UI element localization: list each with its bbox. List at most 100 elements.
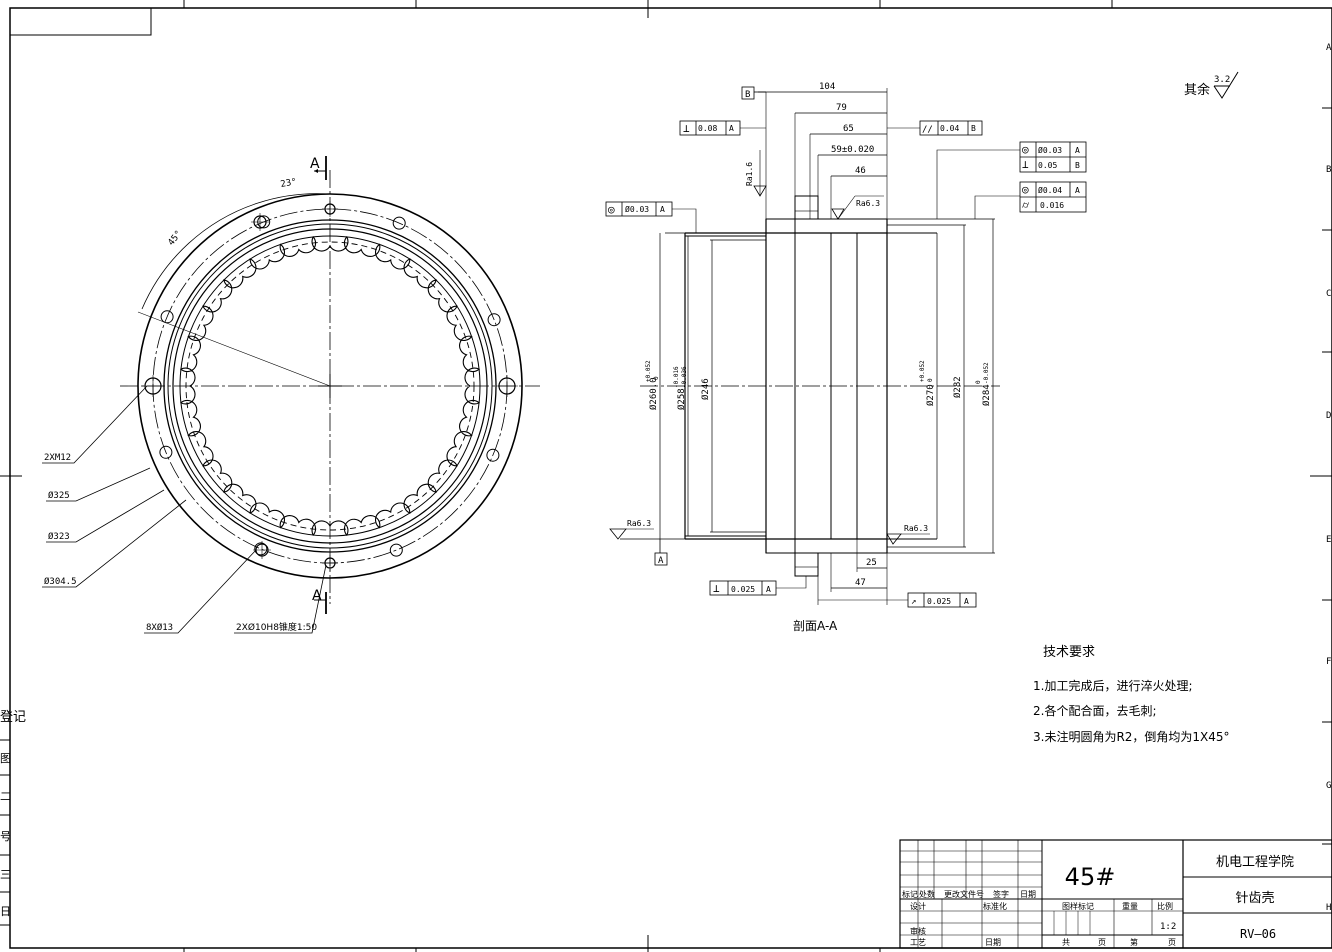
svg-text:A: A [660, 205, 665, 214]
svg-text:⊥: ⊥ [713, 582, 720, 595]
svg-text:页: 页 [1168, 938, 1176, 947]
diameter-dims: Ø260.0 +0.052 0 Ø258 -0.016 -0.036 Ø246 … [645, 219, 994, 553]
svg-text:0.025: 0.025 [731, 585, 755, 594]
svg-text:A: A [310, 156, 320, 172]
svg-text:A: A [1075, 186, 1080, 195]
svg-text:日: 日 [0, 905, 11, 918]
svg-text:C: C [1326, 289, 1331, 299]
svg-text:0.05: 0.05 [1038, 161, 1057, 170]
svg-text:更改文件号: 更改文件号 [944, 889, 984, 899]
svg-text:3.未注明圆角为R2，倒角均为1X45°: 3.未注明圆角为R2，倒角均为1X45° [1033, 729, 1230, 744]
svg-text:0: 0 [975, 380, 982, 384]
svg-text:2XM12: 2XM12 [44, 453, 71, 463]
svg-text:47: 47 [855, 578, 866, 588]
svg-text:-0.016: -0.016 [673, 366, 680, 388]
svg-text:65: 65 [843, 124, 854, 134]
svg-text:Ø0.03: Ø0.03 [625, 204, 649, 214]
svg-text:重量: 重量 [1122, 901, 1138, 911]
svg-text:+0.052: +0.052 [919, 360, 926, 382]
gdt-frame-conc-003-left: ◎ Ø0.03 A [605, 201, 697, 233]
svg-text:+0.052: +0.052 [645, 360, 652, 382]
svg-text:◎: ◎ [1022, 143, 1029, 156]
svg-text:D: D [1326, 411, 1331, 421]
svg-text:Ra6.3: Ra6.3 [856, 199, 880, 208]
svg-text:Ra1.6: Ra1.6 [745, 162, 754, 186]
svg-text:0.025: 0.025 [927, 597, 951, 606]
svg-text:-0.052: -0.052 [983, 362, 990, 384]
svg-text:页: 页 [1098, 938, 1106, 947]
svg-text:0: 0 [927, 378, 934, 382]
svg-text:三: 三 [0, 868, 11, 881]
svg-text:G: G [1326, 781, 1331, 791]
svg-text:0: 0 [653, 376, 660, 380]
svg-text:审核: 审核 [910, 926, 926, 936]
svg-text:1.加工完成后，进行淬火处理;: 1.加工完成后，进行淬火处理; [1033, 678, 1193, 693]
svg-text:机电工程学院: 机电工程学院 [1216, 854, 1294, 870]
svg-text:签字: 签字 [993, 889, 1009, 899]
gdt-frame-perp-008: ⊥ 0.08 A [679, 120, 766, 136]
svg-text:Ø284: Ø284 [981, 384, 992, 406]
left-binding-strip: 登记 图 二 号 三 日 [0, 710, 26, 926]
svg-text:A: A [1326, 43, 1332, 53]
svg-text:1:2: 1:2 [1160, 922, 1176, 932]
bolt-hole [389, 543, 403, 557]
svg-text:0.08: 0.08 [698, 124, 717, 133]
top-dims: 104 79 65 59±0.020 46 [758, 82, 888, 219]
svg-text:Ø270: Ø270 [925, 384, 936, 406]
svg-text:Ø0.03: Ø0.03 [1038, 145, 1062, 155]
bolt-hole [392, 216, 406, 230]
gdt-frame-perp-0025: ⊥ 0.025 A [709, 576, 807, 596]
svg-text:登记: 登记 [0, 710, 26, 725]
svg-text:A: A [658, 556, 664, 566]
front-view: 45° 23° A A 2XM12 Ø325 Ø323 Ø304.5 8XØ13… [42, 156, 540, 634]
svg-text:-0.036: -0.036 [681, 366, 688, 388]
front-leaders: 2XM12 Ø325 Ø323 Ø304.5 8XØ13 2XØ10H8锥度1:… [42, 385, 327, 634]
svg-text:◎: ◎ [1022, 183, 1029, 196]
svg-text:其余: 其余 [1184, 82, 1210, 98]
svg-text:标记: 标记 [902, 889, 918, 899]
svg-text:Ø260.0: Ø260.0 [648, 377, 659, 410]
svg-text:45°: 45° [166, 229, 184, 248]
svg-text:B: B [1075, 161, 1080, 170]
svg-text:Ø325: Ø325 [48, 490, 70, 501]
svg-text:59±0.020: 59±0.020 [831, 145, 874, 155]
svg-text:104: 104 [819, 82, 835, 92]
datum-A: A [654, 539, 668, 566]
gdt-frame-parallel-004: // 0.04 B [887, 120, 983, 136]
svg-text:45#: 45# [1065, 863, 1116, 891]
svg-text:◎: ◎ [608, 203, 615, 216]
svg-text:Ø304.5: Ø304.5 [44, 576, 77, 587]
svg-text:Ra6.3: Ra6.3 [904, 524, 928, 533]
svg-text:比例: 比例 [1157, 901, 1173, 911]
tech-requirements: 技术要求 1.加工完成后，进行淬火处理; 2.各个配合面，去毛刺; 3.未注明圆… [1033, 645, 1230, 744]
svg-text:0.016: 0.016 [1040, 201, 1064, 210]
bolt-hole [487, 313, 501, 327]
svg-text:设计: 设计 [910, 901, 926, 911]
bolt-hole [160, 310, 174, 324]
side-zone-labels: A B C D E F G H [1326, 43, 1332, 913]
svg-text:2.各个配合面，去毛刺;: 2.各个配合面，去毛刺; [1033, 703, 1157, 718]
bolt-hole [486, 448, 500, 462]
svg-text:日期: 日期 [985, 938, 1001, 947]
gdt-frame-runout-0025: ↗ 0.025 A [818, 592, 977, 608]
svg-text:图样标记: 图样标记 [1062, 901, 1094, 911]
svg-text:Ø282: Ø282 [952, 376, 963, 398]
svg-text:0.04: 0.04 [940, 124, 959, 133]
svg-text:25: 25 [866, 558, 877, 568]
bolt-hole [254, 542, 268, 556]
bolt-hole [159, 445, 173, 459]
svg-text:号: 号 [0, 830, 11, 843]
title-block: 标记 处数 更改文件号 签字 日期 设计 标准化 审核 工艺 日期 45# 图样… [899, 839, 1332, 949]
svg-text:图: 图 [0, 752, 11, 765]
svg-text:针齿壳: 针齿壳 [1235, 891, 1274, 906]
svg-text:处数: 处数 [919, 889, 935, 899]
svg-text:3.2: 3.2 [1214, 75, 1230, 85]
svg-text:日期: 日期 [1020, 890, 1036, 899]
svg-text:A: A [766, 585, 771, 594]
roughness-other: 其余 3.2 [1184, 71, 1239, 99]
svg-text:A: A [312, 588, 322, 604]
svg-text:⊥: ⊥ [1022, 158, 1029, 171]
svg-text:⊥: ⊥ [683, 122, 690, 135]
svg-text:二: 二 [0, 790, 11, 803]
